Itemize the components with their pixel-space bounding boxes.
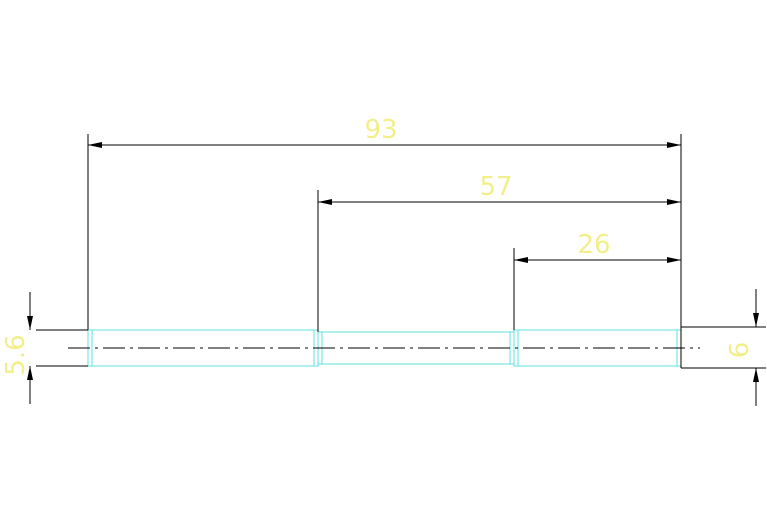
shaft-segment-middle [317, 331, 515, 365]
dim-text-5-6: 5.6 [1, 334, 31, 375]
dim-text-6: 6 [725, 342, 755, 359]
dim-text-26: 26 [577, 230, 610, 260]
extension-lines [36, 134, 766, 369]
dim-text-93: 93 [364, 115, 397, 145]
dim-text-57: 57 [479, 172, 512, 202]
